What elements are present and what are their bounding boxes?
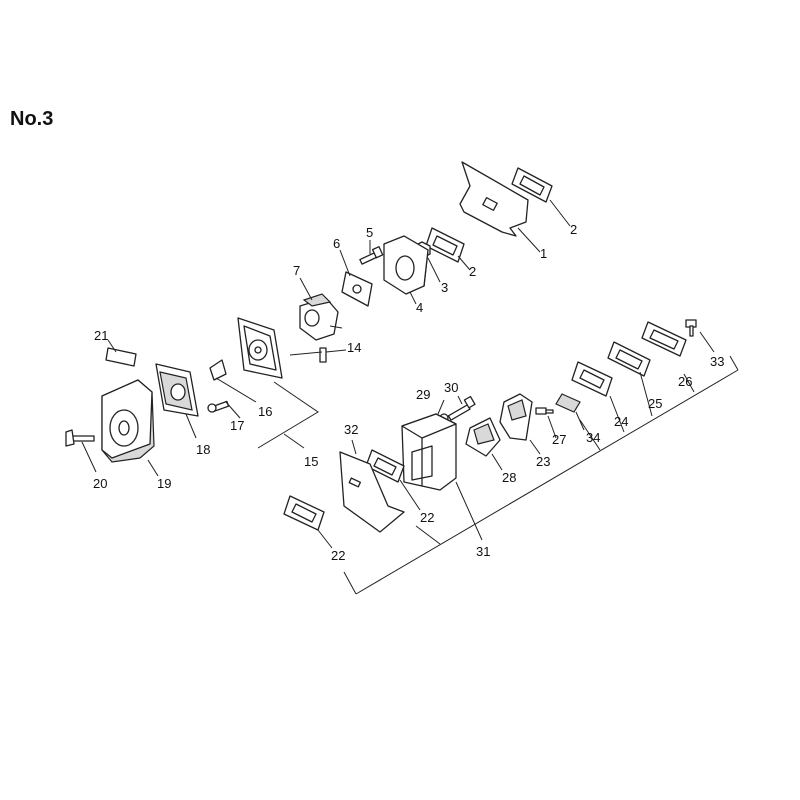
callout-23: 23 — [536, 454, 550, 469]
callout-34: 34 — [586, 430, 600, 445]
callout-29: 29 — [416, 387, 430, 402]
callout-28: 28 — [502, 470, 516, 485]
insulator-block — [383, 235, 429, 295]
choke-lever — [209, 359, 227, 381]
air-filter-base — [237, 317, 283, 379]
callout-numbers: 1 2 2 3 4 5 6 7 14 15 16 17 18 19 20 21 … — [93, 222, 724, 563]
gasket-twentysix — [641, 321, 687, 357]
bolt-five — [359, 246, 384, 265]
bolt-thirtythree — [685, 319, 697, 337]
callout-6: 6 — [333, 236, 340, 251]
callout-30: 30 — [444, 380, 458, 395]
callout-2a: 2 — [570, 222, 577, 237]
bolt-thirty — [447, 395, 476, 421]
callout-14: 14 — [347, 340, 361, 355]
deflector — [465, 417, 501, 457]
plate-twentyfour — [571, 361, 613, 397]
label-sticker — [319, 347, 327, 363]
spark-screen — [555, 393, 581, 413]
callout-4: 4 — [416, 300, 423, 315]
screw-twentyseven — [535, 407, 554, 415]
gasket-upper — [511, 167, 553, 203]
callout-2b: 2 — [469, 264, 476, 279]
callout-16: 16 — [258, 404, 272, 419]
muffler-body — [401, 413, 457, 491]
callout-15: 15 — [304, 454, 318, 469]
heat-shield-plate-lower — [339, 451, 405, 533]
callout-17: 17 — [230, 418, 244, 433]
leader-lines — [81, 199, 739, 595]
heat-shield-plate — [459, 161, 529, 237]
callout-18: 18 — [196, 442, 210, 457]
callout-5: 5 — [366, 225, 373, 240]
callout-25: 25 — [648, 396, 662, 411]
carb-gasket — [341, 271, 373, 307]
diagram-title: No.3 — [10, 108, 54, 130]
callout-7: 7 — [293, 263, 300, 278]
gasket-twentytwo-lower — [283, 495, 325, 531]
callout-20: 20 — [93, 476, 107, 491]
callout-1: 1 — [540, 246, 547, 261]
gasket-twentyfive — [607, 341, 651, 377]
callout-27: 27 — [552, 432, 566, 447]
label-plate — [105, 347, 137, 367]
callout-3: 3 — [441, 280, 448, 295]
filter-cover — [101, 379, 155, 463]
gasket-twentytwo-upper — [365, 449, 405, 483]
muffler-cover-twentythree — [499, 393, 533, 441]
callout-33: 33 — [710, 354, 724, 369]
callout-19: 19 — [157, 476, 171, 491]
carburetor — [299, 293, 343, 341]
callout-26: 26 — [678, 374, 692, 389]
callout-22a: 22 — [420, 510, 434, 525]
callout-22b: 22 — [331, 548, 345, 563]
gasket-middle — [425, 227, 465, 263]
callout-31: 31 — [476, 544, 490, 559]
screw-seventeen — [207, 400, 230, 413]
callout-32: 32 — [344, 422, 358, 437]
wing-nut — [65, 429, 95, 447]
callout-24: 24 — [614, 414, 628, 429]
callout-21: 21 — [94, 328, 108, 343]
filter-element — [155, 363, 199, 417]
